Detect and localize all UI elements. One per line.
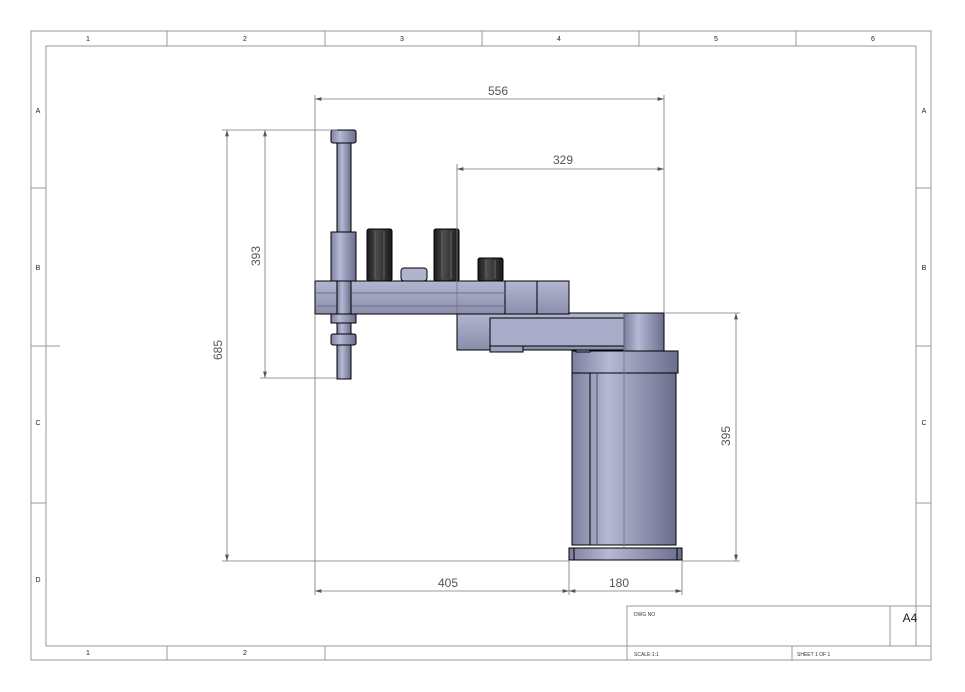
row-label: B xyxy=(922,265,927,272)
col-label: 6 xyxy=(871,36,875,43)
dimension-labels: 556 329 685 393 395 405 180 xyxy=(211,84,733,590)
row-label: C xyxy=(921,420,926,427)
base-column xyxy=(568,344,683,561)
upper-arm xyxy=(314,280,570,315)
row-label: B xyxy=(36,265,41,272)
dim-total-height: 685 xyxy=(211,340,225,360)
dim-lower-left-width: 405 xyxy=(438,576,458,590)
motor-caps xyxy=(366,228,504,282)
col-label: 4 xyxy=(557,36,561,43)
row-label: A xyxy=(36,108,41,115)
dim-base-height: 395 xyxy=(719,426,733,446)
col-label: 2 xyxy=(243,36,247,43)
scale-label: SCALE:1:1 xyxy=(634,652,659,658)
ball-screw-shaft xyxy=(330,129,357,380)
sheet-size: A4 xyxy=(903,611,918,625)
col-label: 2 xyxy=(243,650,247,657)
dim-upper-offset: 329 xyxy=(553,153,573,167)
dim-shaft-stroke: 393 xyxy=(249,246,263,266)
col-label: 1 xyxy=(86,36,90,43)
sheet-border xyxy=(30,30,932,661)
sheet-label: SHEET 1 OF 1 xyxy=(797,652,830,658)
col-label: 5 xyxy=(714,36,718,43)
dim-overall-width: 556 xyxy=(488,84,508,98)
row-label: D xyxy=(35,577,40,584)
zone-labels: 1 2 3 4 5 6 1 2 A B C D A B C xyxy=(35,36,926,657)
dimensions xyxy=(222,95,740,595)
row-label: A xyxy=(922,108,927,115)
col-label: 3 xyxy=(400,36,404,43)
title-block: DWG NO A4 SCALE:1:1 SHEET 1 OF 1 xyxy=(626,605,932,661)
row-label: C xyxy=(35,420,40,427)
lower-arm xyxy=(456,312,665,353)
scara-robot xyxy=(314,129,683,561)
dim-base-width: 180 xyxy=(609,576,629,590)
col-label: 1 xyxy=(86,650,90,657)
dwg-no-label: DWG NO xyxy=(634,612,655,618)
